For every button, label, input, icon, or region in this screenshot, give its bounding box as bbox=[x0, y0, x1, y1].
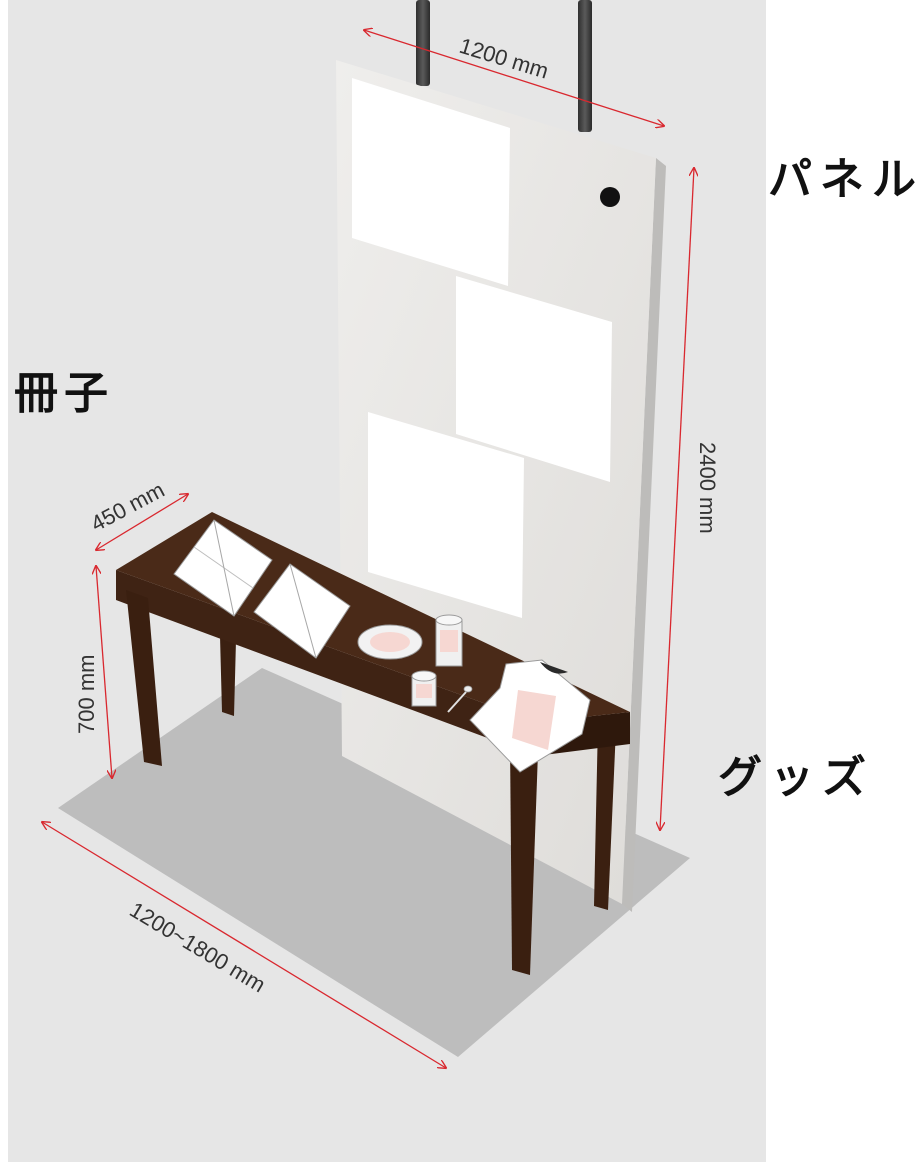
booklets bbox=[173, 519, 351, 659]
table-depth-line bbox=[96, 494, 188, 550]
goods-label: グッズ bbox=[718, 752, 874, 803]
booklet-label: 冊子 bbox=[14, 368, 114, 419]
panel-sheet-2 bbox=[456, 276, 612, 482]
panel-sheet-3 bbox=[368, 412, 524, 618]
table-height-line bbox=[96, 566, 112, 778]
cup-small bbox=[411, 670, 437, 707]
table-length-line bbox=[42, 822, 446, 1068]
cup-large bbox=[435, 614, 463, 667]
t-shirt bbox=[469, 659, 591, 773]
booklet-2 bbox=[253, 563, 351, 659]
panel-hole bbox=[600, 187, 620, 207]
panel-height-line bbox=[660, 168, 694, 830]
spoon bbox=[447, 685, 473, 713]
dimension-lines bbox=[42, 30, 694, 1068]
goods bbox=[357, 614, 591, 773]
panel-width-line bbox=[364, 30, 664, 126]
panel-label: パネル bbox=[768, 154, 923, 205]
booklet-1 bbox=[173, 519, 273, 617]
table-height-label: 700 mm bbox=[74, 655, 99, 734]
panel-sheet-1 bbox=[352, 78, 510, 286]
panel-height-label: 2400 mm bbox=[695, 442, 720, 534]
